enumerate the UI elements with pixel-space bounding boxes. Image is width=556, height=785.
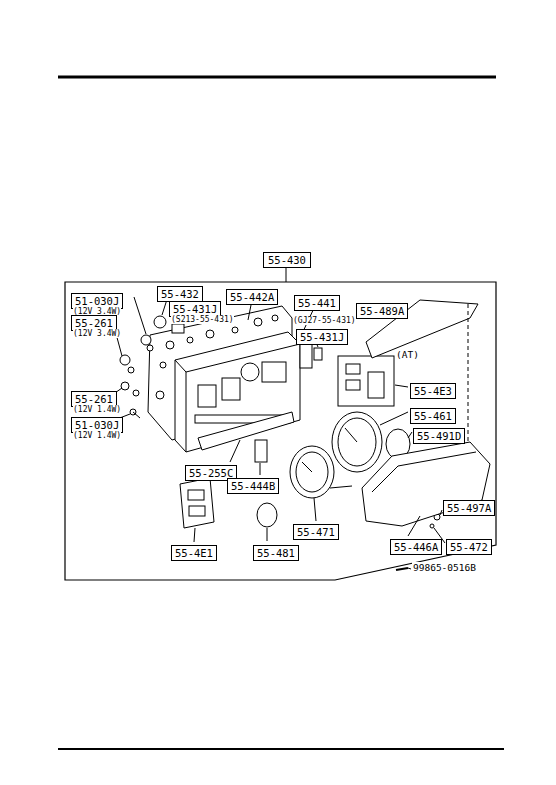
leader-lines bbox=[112, 290, 445, 569]
part-number-box: 55-431J(GJ27-55-431) bbox=[296, 326, 348, 345]
part-number: 55-491D bbox=[413, 428, 465, 444]
part-number-box: 51-030J(12V 1.4W) bbox=[71, 414, 123, 433]
indicator-panel bbox=[180, 478, 214, 528]
part-number: 55-481 bbox=[253, 545, 299, 561]
part-note: (12V 1.4W) bbox=[73, 431, 121, 440]
part-number-box: 55-431J(S213-55-431) bbox=[169, 298, 221, 317]
part-number-box: 55-432 bbox=[157, 283, 203, 302]
part-number-box: 55-472 bbox=[446, 536, 492, 555]
part-number-box: 55-441 bbox=[294, 292, 340, 311]
part-number-box: 55-261(12V 3.4W) bbox=[71, 312, 117, 331]
assembly-number: 55-430 bbox=[263, 252, 311, 268]
part-note: (S213-55-431) bbox=[171, 315, 234, 324]
screw-part-number: 99865-0516B bbox=[412, 562, 477, 573]
speedometer-dial bbox=[338, 418, 376, 466]
part-number: 55-431J bbox=[296, 329, 348, 345]
variant-note: (AT) bbox=[395, 349, 420, 360]
part-number-box: 55-446A bbox=[390, 536, 442, 555]
part-number: 55-4E3 bbox=[410, 383, 456, 399]
frame-line bbox=[65, 282, 496, 580]
part-note: (12V 3.4W) bbox=[73, 329, 121, 338]
temp-gauge bbox=[257, 503, 277, 527]
part-number: 55-472 bbox=[446, 539, 492, 555]
gauge-wire bbox=[330, 486, 352, 488]
part-note: (GJ27-55-431) bbox=[293, 316, 356, 325]
part-number: 55-497A bbox=[443, 500, 495, 516]
screw bbox=[396, 568, 408, 570]
part-number: 55-489A bbox=[356, 303, 408, 319]
part-number: 55-461 bbox=[410, 408, 456, 424]
part-number-box: 51-030J(12V 3.4W) bbox=[71, 290, 123, 309]
part-number-box: 55-4E1 bbox=[171, 542, 217, 561]
housing-detail bbox=[195, 362, 290, 423]
lens-edge bbox=[372, 452, 476, 492]
small-plate bbox=[255, 440, 267, 462]
part-number-box: 55-442A bbox=[226, 286, 278, 305]
part-number: 55-442A bbox=[226, 289, 278, 305]
top-rule bbox=[58, 76, 496, 79]
part-number-box: 55-489A bbox=[356, 300, 408, 319]
part-note: (12V 1.4W) bbox=[73, 405, 121, 414]
assembly-frame: 55-43051-030J(12V 3.4W)55-43255-431J(S21… bbox=[65, 282, 496, 580]
tachometer-dial bbox=[296, 452, 328, 492]
tachometer bbox=[290, 446, 334, 498]
part-number: 55-432 bbox=[157, 286, 203, 302]
at-indicator bbox=[338, 356, 394, 406]
dashed-line bbox=[468, 304, 469, 442]
part-number: 55-441 bbox=[294, 295, 340, 311]
needle bbox=[345, 428, 357, 442]
leader-line bbox=[286, 268, 287, 282]
part-number: 55-446A bbox=[390, 539, 442, 555]
cluster-housing bbox=[175, 332, 300, 452]
part-number: 55-444B bbox=[227, 478, 279, 494]
part-number-box: 55-461 bbox=[410, 405, 456, 424]
part-number: 55-471 bbox=[293, 524, 339, 540]
part-number-box: 55-481 bbox=[253, 542, 299, 561]
light-strip bbox=[198, 412, 294, 450]
housing-edge bbox=[175, 360, 186, 452]
bottom-rule bbox=[58, 748, 504, 750]
part-number-box: 55-471 bbox=[293, 521, 339, 540]
part-number: 55-4E1 bbox=[171, 545, 217, 561]
part-number-box: 55-4E3 bbox=[410, 380, 456, 399]
part-number-box: 55-261(12V 1.4W) bbox=[71, 388, 117, 407]
speedometer bbox=[332, 412, 382, 472]
part-number-box: 55-444B bbox=[227, 475, 279, 494]
needle bbox=[302, 462, 312, 472]
part-number-box: 55-497A bbox=[443, 497, 495, 516]
housing-edge bbox=[186, 344, 300, 372]
part-number-box: 55-491D bbox=[413, 425, 465, 444]
